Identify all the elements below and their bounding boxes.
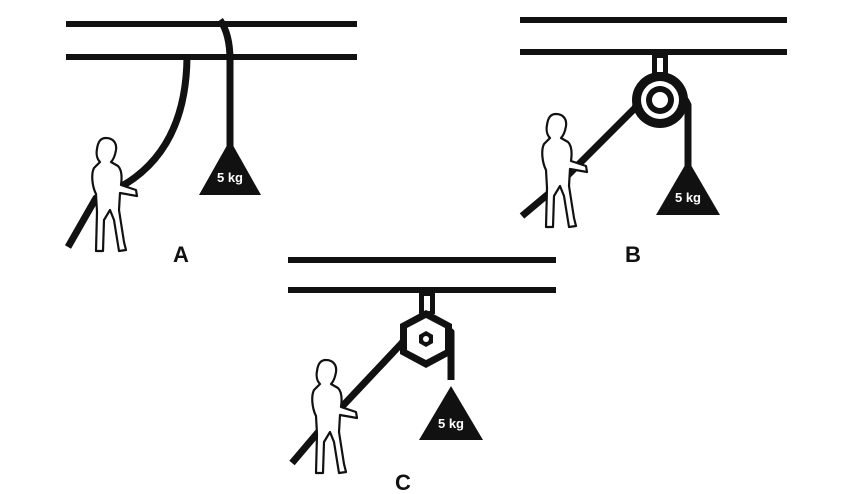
rope-a-pull xyxy=(64,56,191,249)
weight-c-label: 5 kg xyxy=(438,416,464,431)
person-a-icon xyxy=(91,136,139,253)
panel-c: 5 kg C xyxy=(288,257,556,494)
weight-b xyxy=(656,160,720,215)
weight-c xyxy=(419,386,483,440)
round-pulley-icon xyxy=(632,72,688,128)
person-c-icon xyxy=(311,358,359,475)
rope-a-weight xyxy=(217,17,234,150)
panel-a-label: A xyxy=(173,242,189,267)
panel-b-label: B xyxy=(625,242,641,267)
weight-a-label: 5 kg xyxy=(217,170,243,185)
weight-a xyxy=(199,140,261,195)
panel-c-label: C xyxy=(395,470,411,494)
weight-b-label: 5 kg xyxy=(675,190,701,205)
person-b-icon xyxy=(541,112,589,229)
panel-b: 5 kg B xyxy=(519,17,787,267)
panel-a: 5 kg A xyxy=(64,17,357,267)
hex-pulley-icon xyxy=(400,310,452,368)
